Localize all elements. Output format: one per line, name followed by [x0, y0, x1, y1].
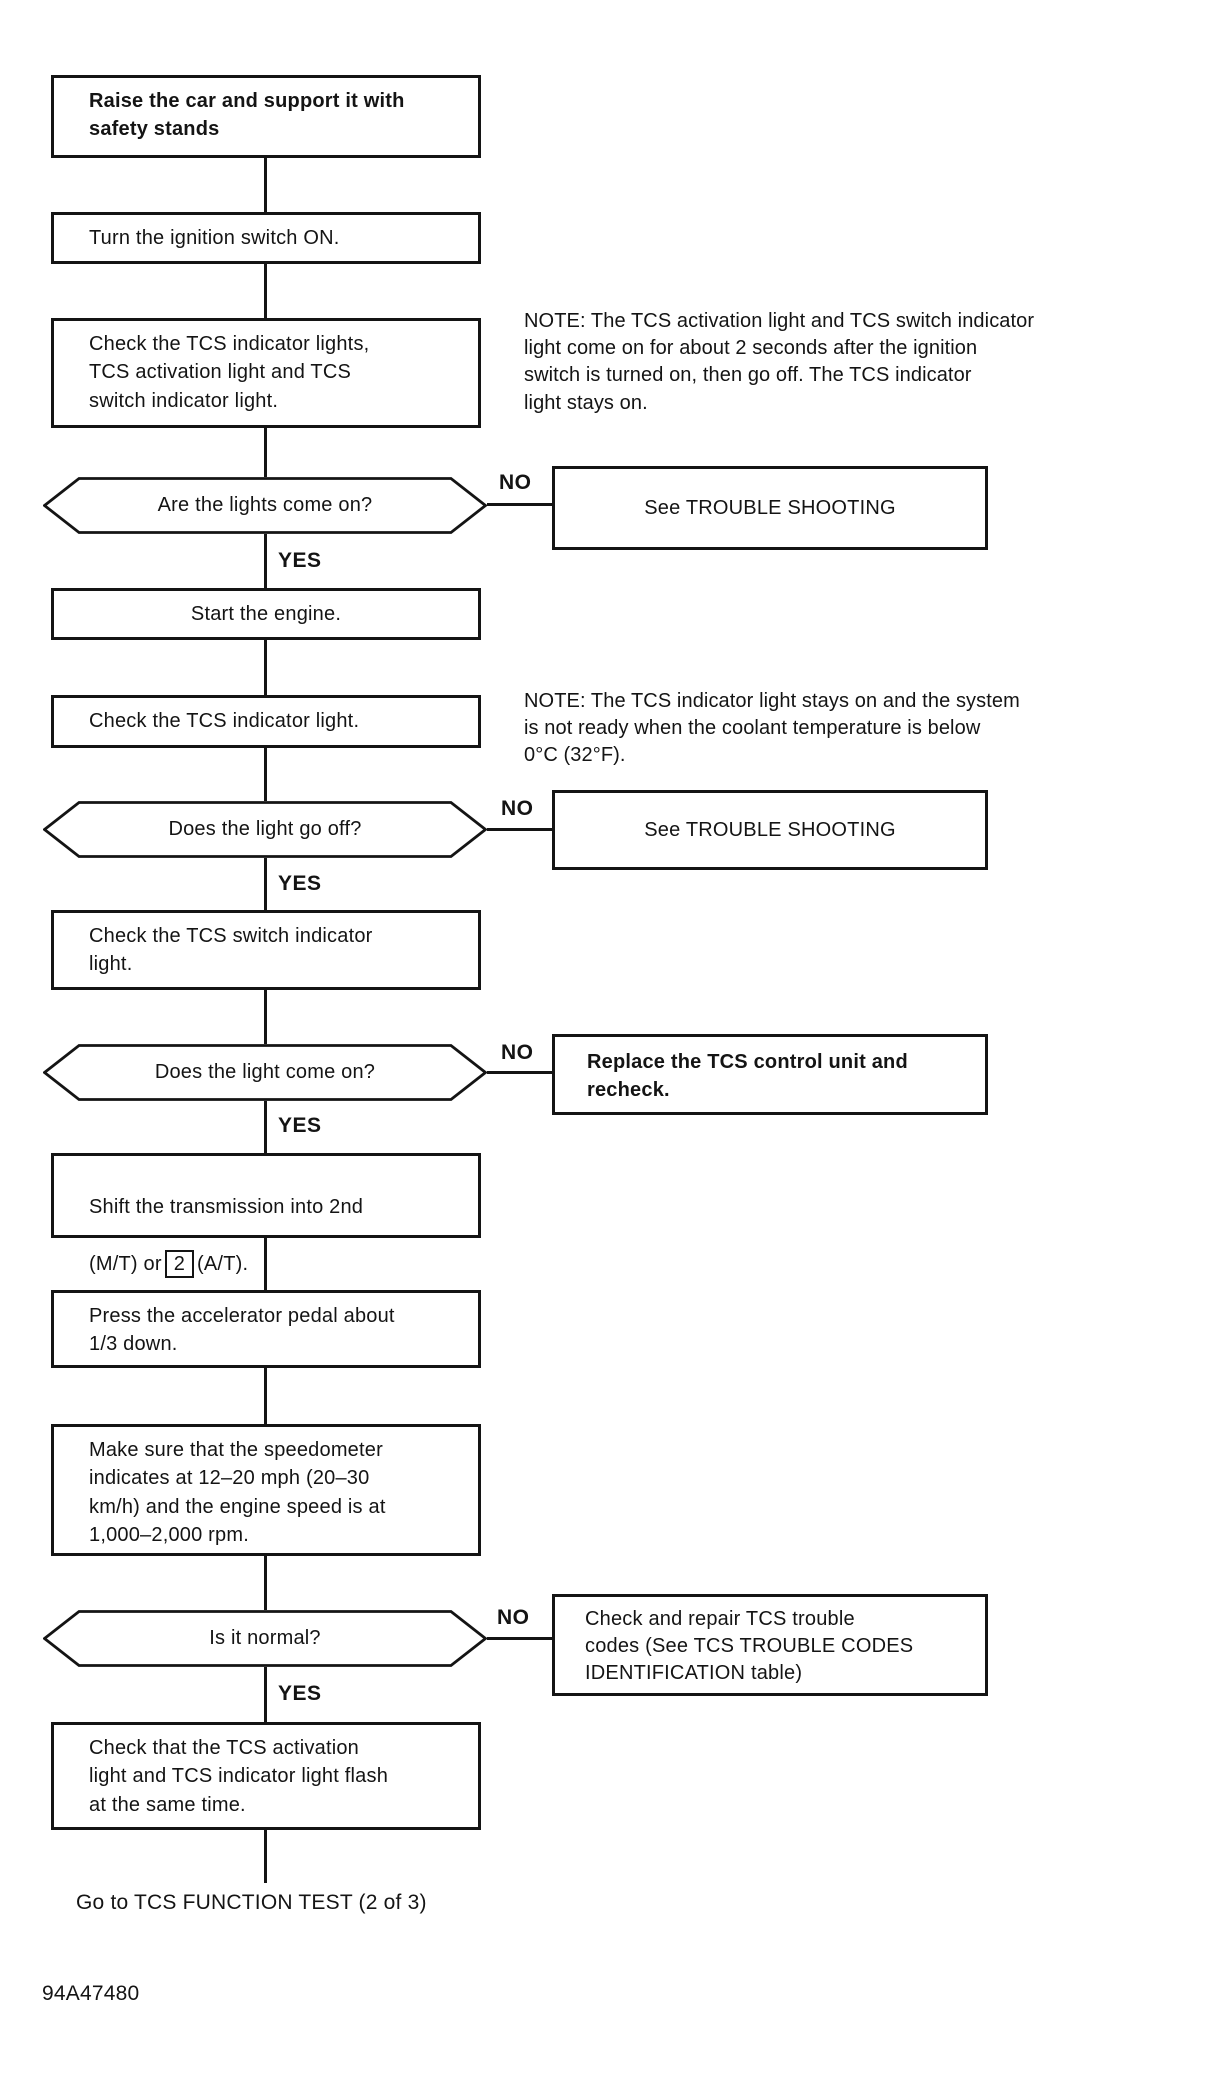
shift-line-2-after: (A/T).	[197, 1253, 249, 1276]
process-box-start-engine: Start the engine.	[51, 588, 481, 640]
connector-line-no-4	[487, 1637, 552, 1640]
connector-line	[264, 158, 267, 212]
process-box-ignition-on: Turn the ignition switch ON.	[51, 212, 481, 264]
note-coolant-temperature: NOTE: The TCS indicator light stays on a…	[524, 690, 1020, 767]
yes-label-1: YES	[278, 549, 322, 572]
connector-line-no-2	[487, 828, 552, 831]
decision-does-light-come-on: Does the light come on?	[43, 1044, 487, 1101]
hexagon-outline	[43, 1610, 487, 1667]
connector-line	[264, 428, 267, 477]
boxed-2-gear-symbol: 2	[164, 1250, 195, 1279]
yes-label-2: YES	[278, 872, 322, 895]
decision-does-light-go-off: Does the light go off?	[43, 801, 487, 858]
connector-line	[264, 1556, 267, 1610]
yes-label-4: YES	[278, 1682, 322, 1705]
decision-label: Does the light go off?	[168, 818, 362, 840]
figure-code: 94A47480	[42, 1982, 140, 2005]
connector-line	[264, 1238, 267, 1290]
decision-are-lights-on: Are the lights come on?	[43, 477, 487, 534]
process-box-check-switch-indicator: Check the TCS switch indicator light.	[51, 910, 481, 990]
no-label-2: NO	[501, 797, 534, 820]
hexagon-outline	[43, 801, 487, 858]
process-box-shift-transmission: Shift the transmission into 2nd (M/T) or…	[51, 1153, 481, 1279]
action-box-see-trouble-shooting-2: See TROUBLE SHOOTING	[552, 790, 988, 870]
connector-line	[264, 264, 267, 318]
process-box-make-sure-speed: Make sure that the speedometer indicates…	[51, 1424, 481, 1556]
connector-line	[264, 1368, 267, 1424]
connector-line	[264, 1667, 267, 1722]
process-box-raise-car: Raise the car and support it with safety…	[51, 75, 481, 158]
connector-line	[264, 990, 267, 1044]
connector-line-no-1	[487, 503, 552, 506]
decision-label: Is it normal?	[209, 1627, 321, 1649]
connector-line-no-3	[487, 1071, 552, 1074]
no-label-4: NO	[497, 1606, 530, 1629]
connector-line	[264, 640, 267, 695]
connector-line	[264, 1101, 267, 1153]
hexagon-outline	[43, 477, 487, 534]
yes-label-3: YES	[278, 1114, 322, 1137]
process-box-check-lights: Check the TCS indicator lights, TCS acti…	[51, 318, 481, 428]
note-ignition-lights: NOTE: The TCS activation light and TCS s…	[524, 310, 1035, 414]
action-box-see-trouble-shooting-1: See TROUBLE SHOOTING	[552, 466, 988, 550]
process-box-check-indicator: Check the TCS indicator light.	[51, 695, 481, 748]
exit-step-text: Go to TCS FUNCTION TEST (2 of 3)	[76, 1891, 427, 1914]
shift-line-2-before: (M/T) or	[89, 1253, 162, 1276]
decision-label: Are the lights come on?	[157, 494, 373, 516]
shift-line-1: Shift the transmission into 2nd	[89, 1196, 364, 1219]
connector-line	[264, 1830, 267, 1883]
process-box-check-flash: Check that the TCS activation light and …	[51, 1722, 481, 1830]
no-label-1: NO	[499, 471, 532, 494]
action-box-check-repair-codes: Check and repair TCS trouble codes (See …	[552, 1594, 988, 1696]
decision-is-it-normal: Is it normal?	[43, 1610, 487, 1667]
connector-line	[264, 748, 267, 801]
hexagon-outline	[43, 1044, 487, 1101]
decision-label: Does the light come on?	[154, 1061, 376, 1083]
process-box-press-pedal: Press the accelerator pedal about 1/3 do…	[51, 1290, 481, 1368]
action-box-replace-control-unit: Replace the TCS control unit and recheck…	[552, 1034, 988, 1115]
no-label-3: NO	[501, 1041, 534, 1064]
connector-line	[264, 858, 267, 910]
connector-line	[264, 534, 267, 588]
